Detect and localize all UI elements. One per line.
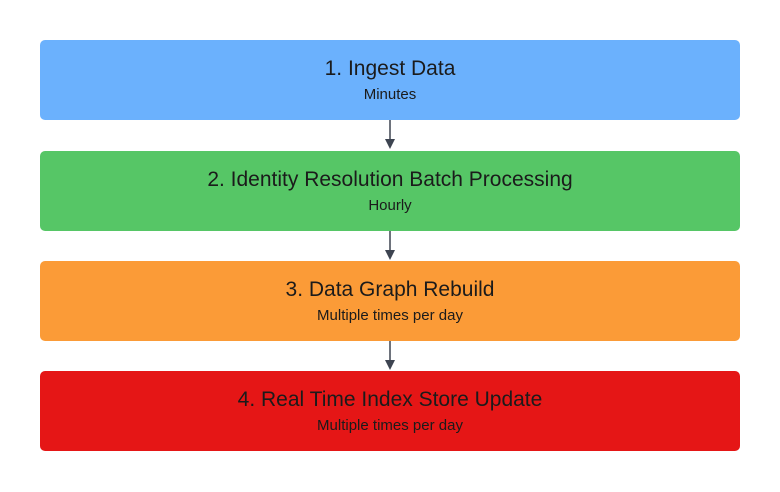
step-title: 3. Data Graph Rebuild [285,277,495,301]
step-frequency: Minutes [363,85,417,103]
step-frequency: Multiple times per day [317,416,463,434]
step-identity-resolution: 2. Identity Resolution Batch Processing … [40,151,740,231]
step-ingest-data: 1. Ingest Data Minutes [40,40,740,120]
step-title: 2. Identity Resolution Batch Processing [207,167,573,191]
step-title: 1. Ingest Data [324,56,456,80]
step-data-graph-rebuild: 3. Data Graph Rebuild Multiple times per… [40,261,740,341]
step-frequency: Hourly [368,196,412,214]
arrow-down-icon [385,231,395,260]
step-real-time-index-update: 4. Real Time Index Store Update Multiple… [40,371,740,451]
arrow-down-icon [385,341,395,370]
arrow-down-icon [385,120,395,149]
step-title: 4. Real Time Index Store Update [237,387,543,411]
step-frequency: Multiple times per day [317,306,463,324]
